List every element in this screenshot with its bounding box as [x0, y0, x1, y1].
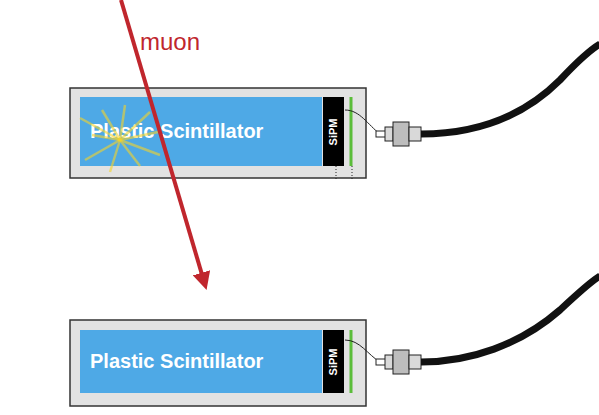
- detector-module: [70, 276, 599, 406]
- housing: [70, 320, 366, 406]
- bnc-connector: [376, 122, 421, 146]
- signal-wire: [345, 110, 380, 134]
- detector-module: [70, 44, 599, 180]
- scintillator-label: Plastic Scintillator: [80, 120, 263, 143]
- particle-label: muon: [140, 28, 200, 56]
- sipm-label: SiPM: [328, 118, 340, 145]
- pcb-line: [350, 97, 353, 166]
- scintillator-bar: Plastic Scintillator: [80, 330, 322, 393]
- sipm-label: SiPM: [328, 348, 340, 375]
- scintillator-bar: Plastic Scintillator: [80, 97, 322, 166]
- housing: [70, 88, 366, 178]
- sipm-chip: SiPM: [323, 97, 344, 166]
- cable: [421, 44, 599, 134]
- sipm-chip: SiPM: [323, 330, 344, 393]
- dotted-mark: [352, 166, 353, 180]
- scintillator-label: Plastic Scintillator: [80, 350, 263, 373]
- cable: [421, 276, 599, 362]
- dotted-mark: [336, 166, 337, 180]
- pcb-line: [350, 330, 353, 393]
- bnc-connector: [376, 350, 421, 374]
- signal-wire: [345, 340, 380, 362]
